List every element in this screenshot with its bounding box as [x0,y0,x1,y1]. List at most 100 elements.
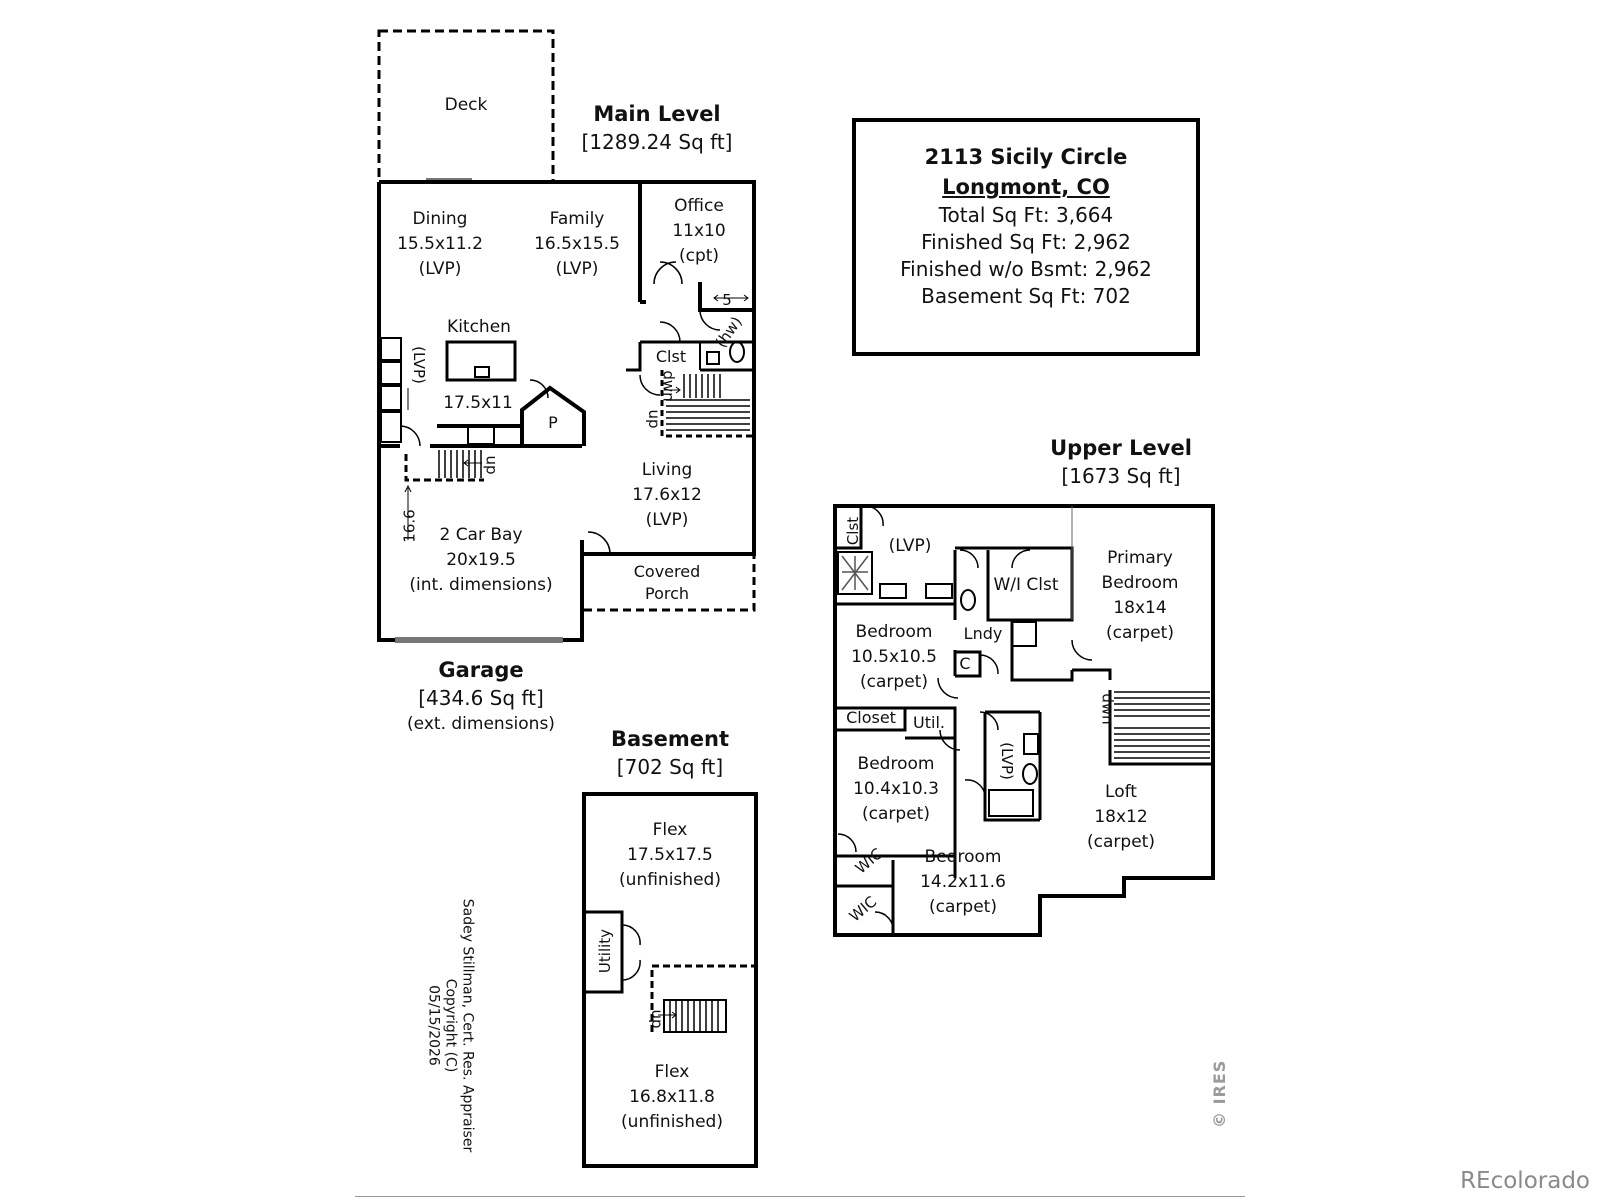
room-office-floor: (cpt) [678,246,720,266]
basement-sqft: [702 Sq ft] [616,755,724,779]
main-level-heading: Main Level [1289.24 Sq ft] [582,100,733,156]
address-city: Longmont, CO [942,175,1110,199]
bedroom-1-name: Bedroom [855,622,933,642]
upper-level-heading: Upper Level [1673 Sq ft] [1050,434,1192,490]
flex-lower-name: Flex [654,1062,690,1082]
porch-name-1: Covered [633,562,701,581]
address-street: 2113 Sicily Circle [924,145,1128,169]
appraiser-credit: Sadey Stillman, Cert. Res. Appraiser Cop… [425,876,476,1176]
office-closet-depth: 5 [722,291,732,309]
upper-hall-floor: (LVP) [888,536,932,556]
bedroom-2-floor: (carpet) [862,804,930,824]
room-office-name: Office [674,196,724,216]
room-office: Office 11x10 (cpt) [672,194,725,269]
main-level-sqft: [1289.24 Sq ft] [581,130,733,154]
bedroom-1-floor: (carpet) [860,672,928,692]
room-living-floor: (LVP) [645,510,689,530]
bedroom-3-name: Bedroom [924,847,1002,867]
main-level-title: Main Level [593,102,721,126]
basement-outline [582,792,758,1168]
bedroom-3-dims: 14.2x11.6 [920,872,1006,892]
stat-finished-sqft: Finished Sq Ft: 2,962 [921,230,1131,254]
pantry-label: P [548,413,558,432]
upper-bath-floor: (LVP) [997,742,1016,780]
flex-lower-note: (unfinished) [621,1112,723,1132]
room-bedroom-1: Bedroom 10.5x10.5 (carpet) [851,620,937,695]
flex-upper-note: (unfinished) [619,870,721,890]
room-family: Family 16.5x15.5 (LVP) [534,207,620,282]
room-laundry: Lndy [963,624,1003,643]
room-family-floor: (LVP) [555,259,599,279]
upper-stair-dwn-label: dwn [1098,693,1117,725]
room-flex-upper: Flex 17.5x17.5 (unfinished) [619,818,721,893]
room-bedroom-3: Bedroom 14.2x11.6 (carpet) [920,845,1006,920]
garage-depth-label: 16.6 [400,509,419,543]
room-loft: Loft 18x12 (carpet) [1087,780,1155,855]
ires-watermark: © IRES [1210,1059,1229,1128]
credit-date: 05/15/2026 [425,985,442,1066]
primary-name-1: Primary [1107,548,1173,568]
upper-closet-label: Clst [844,516,863,546]
room-living: Living 17.6x12 (LVP) [632,458,702,533]
credit-copyright: Copyright (C) [442,978,459,1073]
room-kitchen: Kitchen [447,317,511,337]
garage-stair-up-label: up [482,455,501,475]
room-kitchen-floor: (LVP) [409,346,428,384]
flex-upper-name: Flex [652,820,688,840]
garage-sqft: [434.6 Sq ft] [418,686,544,710]
bedroom-2-name: Bedroom [857,754,935,774]
room-family-dims: 16.5x15.5 [534,234,620,254]
room-covered-porch: Covered Porch [634,561,701,605]
room-wi-closet: W/I Clst [993,575,1059,595]
room-dining: Dining 15.5x11.2 (LVP) [397,207,483,282]
upper-c-closet: C [959,654,971,673]
stat-basement-sqft: Basement Sq Ft: 702 [921,284,1131,308]
room-family-name: Family [549,209,605,229]
stat-total-sqft: Total Sq Ft: 3,664 [938,203,1114,227]
garage-note: (ext. dimensions) [407,714,555,734]
room-deck: Deck [445,93,488,118]
main-stair-down-label: dn [643,409,662,429]
room-kitchen-dims: 17.5x11 [443,393,513,413]
flex-upper-dims: 17.5x17.5 [627,845,713,865]
upper-level-outline [833,504,1215,937]
room-living-dims: 17.6x12 [632,485,702,505]
room-primary-bedroom: Primary Bedroom 18x14 (carpet) [1102,546,1179,646]
room-deck-label: Deck [444,95,488,115]
upper-level-sqft: [1673 Sq ft] [1061,464,1181,488]
footer-rule [355,1196,1245,1197]
room-living-name: Living [641,460,693,480]
porch-name-2: Porch [644,584,690,603]
basement-utility-label: Utility [596,928,615,974]
basement-title: Basement [610,727,730,751]
loft-dims: 18x12 [1094,807,1148,827]
recolorado-logo: REcolorado [1460,1168,1590,1194]
covered-porch-outline [582,552,756,612]
basement-stair-down-label: dn [646,1009,665,1029]
primary-name-2: Bedroom [1101,573,1179,593]
upper-utility: Util. [913,713,945,732]
basement-heading: Basement [702 Sq ft] [611,725,729,781]
room-flex-lower: Flex 16.8x11.8 (unfinished) [621,1060,723,1135]
flex-lower-dims: 16.8x11.8 [629,1087,715,1107]
room-car-bay-dims: 20x19.5 [446,550,516,570]
primary-dims: 18x14 [1113,598,1167,618]
stat-finished-no-bsmt: Finished w/o Bsmt: 2,962 [900,257,1152,281]
loft-floor: (carpet) [1087,832,1155,852]
room-dining-name: Dining [412,209,468,229]
upper-closet-2: Closet [846,708,896,727]
upper-level-title: Upper Level [1050,436,1192,460]
room-car-bay-note: (int. dimensions) [409,575,553,595]
credit-name: Sadey Stillman, Cert. Res. Appraiser [459,898,476,1153]
bedroom-3-floor: (carpet) [929,897,997,917]
property-info-box: 2113 Sicily Circle Longmont, CO Total Sq… [852,118,1200,356]
bedroom-2-dims: 10.4x10.3 [853,779,939,799]
room-car-bay-name: 2 Car Bay [439,525,523,545]
garage-title: Garage [438,658,524,682]
room-dining-floor: (LVP) [418,259,462,279]
room-bedroom-2: Bedroom 10.4x10.3 (carpet) [853,752,939,827]
room-dining-dims: 15.5x11.2 [397,234,483,254]
main-stair-dwn-label: dwn [659,370,678,402]
room-office-dims: 11x10 [672,221,726,241]
